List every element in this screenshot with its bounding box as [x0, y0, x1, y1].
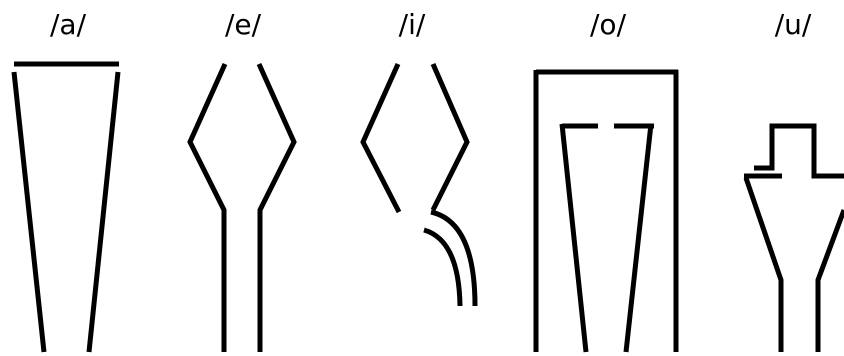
vowel-i-tube-shape — [360, 62, 478, 307]
vowel-o-tube-shape — [533, 69, 679, 353]
vowel-e-tube-shape — [187, 62, 297, 352]
vowel-u-tube-shape — [743, 123, 844, 352]
vowel-u-right-wall — [815, 209, 844, 352]
vowel-i-right-wall — [430, 63, 470, 212]
vowel-i-group: /i/ — [360, 8, 478, 307]
vowel-i-label: /i/ — [399, 8, 426, 41]
vowel-o-label: /o/ — [590, 8, 627, 41]
vowel-e-group: /e/ — [187, 8, 297, 352]
vowel-e-label: /e/ — [225, 8, 262, 41]
vowel-o-group: /o/ — [533, 8, 679, 353]
vowel-a-label: /a/ — [50, 8, 87, 41]
vowel-a-left-wall — [11, 71, 47, 353]
vowel-a-group: /a/ — [11, 8, 121, 353]
vowel-u-group: /u/ — [743, 8, 844, 352]
vowel-a-tube-shape — [11, 61, 121, 353]
vowel-o-inner-right — [623, 123, 654, 353]
vowel-i-left-wall — [360, 62, 402, 214]
vowel-i-inner-curve — [423, 227, 463, 307]
vowel-e-left-wall — [187, 62, 228, 352]
vowel-u-label: /u/ — [775, 8, 812, 41]
vowel-u-lip-stub — [754, 123, 844, 179]
vowel-a-right-wall — [86, 71, 121, 353]
vowel-u-left-wall — [743, 177, 784, 352]
vowel-i-outer-curve — [430, 209, 478, 307]
vowel-o-inner-left — [559, 123, 589, 353]
vowel-e-right-wall — [256, 62, 297, 352]
